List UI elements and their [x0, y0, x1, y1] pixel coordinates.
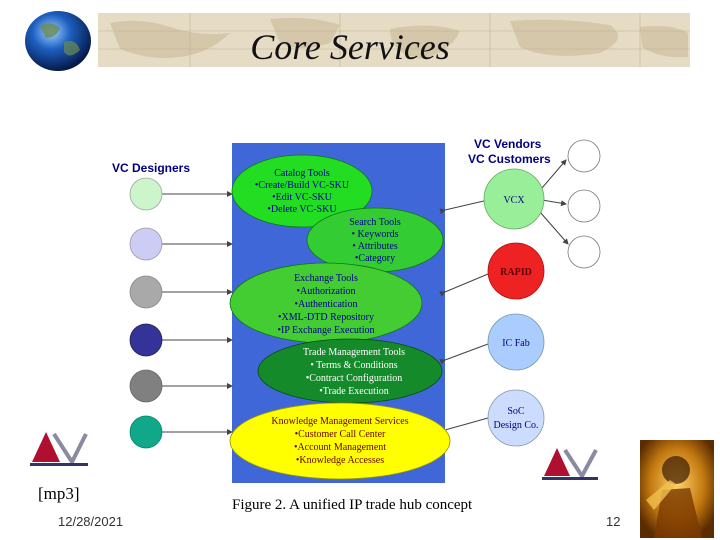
vendor-connectors: [439, 159, 569, 435]
footer-date: 12/28/2021: [58, 514, 124, 529]
catalog-tools-line-2: •Create/Build VC-SKU: [255, 180, 350, 191]
figure-caption: Figure 2. A unified IP trade hub concept: [232, 497, 473, 513]
exchange-tools-line-2: •Authorization: [296, 286, 355, 297]
designer-connectors: [162, 191, 233, 435]
customer-node-1: [567, 139, 601, 173]
trade-mgmt-line-1: Trade Management Tools: [303, 347, 405, 358]
exchange-tools-line-5: •IP Exchange Execution: [278, 325, 375, 336]
designer-node-2: [129, 227, 163, 261]
globe-icon: [20, 8, 98, 74]
vendor-label-soc-line2: Design Co.: [494, 420, 539, 431]
knowledge-mgmt-line-3: •Account Management: [294, 442, 386, 453]
world-map-decoration: [90, 13, 690, 67]
service-catalog-tools: [231, 154, 373, 228]
vendor-label-rapid: RAPID: [500, 267, 532, 278]
knowledge-mgmt-line-1: Knowledge Management Services: [271, 416, 408, 427]
avistec-logo-right: [540, 444, 600, 482]
designer-node-5: [129, 369, 163, 403]
vendor-label-ic-fab: IC Fab: [502, 338, 530, 349]
vendor-node-rapid: [487, 242, 545, 300]
trade-mgmt-line-4: •Trade Execution: [319, 386, 389, 397]
catalog-tools-line-1: Catalog Tools: [274, 168, 330, 179]
knowledge-mgmt-line-4: •Knowledge Accesses: [296, 455, 384, 466]
vendor-node-soc-design: [487, 389, 545, 447]
vc-customers-label: VC Customers: [468, 152, 551, 166]
exchange-tools-line-4: •XML-DTD Repository: [278, 312, 374, 323]
knowledge-mgmt-line-2: •Customer Call Center: [295, 429, 386, 440]
trade-mgmt-line-2: • Terms & Conditions: [310, 360, 397, 371]
vendor-label-soc-line1: SoC: [507, 406, 525, 417]
vc-designers-label: VC Designers: [112, 161, 190, 175]
exchange-tools-line-1: Exchange Tools: [294, 273, 358, 284]
vc-vendors-label: VC Vendors: [474, 137, 542, 151]
search-tools-line-2: • Keywords: [351, 229, 398, 240]
vendor-label-vcx: VCX: [503, 195, 525, 206]
audio-link[interactable]: [mp3]: [38, 484, 80, 503]
vendor-node-ic-fab: [487, 313, 545, 371]
service-knowledge-management: [229, 402, 451, 480]
designer-node-1: [129, 177, 163, 211]
page-number: 12: [606, 514, 621, 529]
designer-node-4: [129, 323, 163, 357]
avistec-logo-left: [28, 428, 90, 468]
title-banner: [90, 13, 690, 67]
exchange-tools-line-3: •Authentication: [295, 299, 358, 310]
catalog-tools-line-3: •Edit VC-SKU: [272, 192, 332, 203]
warrior-image: [640, 440, 714, 538]
customer-node-3: [567, 235, 601, 269]
designer-node-3: [129, 275, 163, 309]
search-tools-line-4: •Category: [355, 253, 395, 264]
designer-node-6: [129, 415, 163, 449]
slide-title: Core Services: [250, 27, 450, 67]
catalog-tools-line-4: •Delete VC-SKU: [267, 204, 337, 215]
search-tools-line-3: • Attributes: [352, 241, 398, 252]
vendor-node-vcx: [483, 168, 545, 230]
customer-node-2: [567, 189, 601, 223]
trade-mgmt-line-3: •Contract Configuration: [306, 373, 403, 384]
search-tools-line-1: Search Tools: [349, 217, 401, 228]
